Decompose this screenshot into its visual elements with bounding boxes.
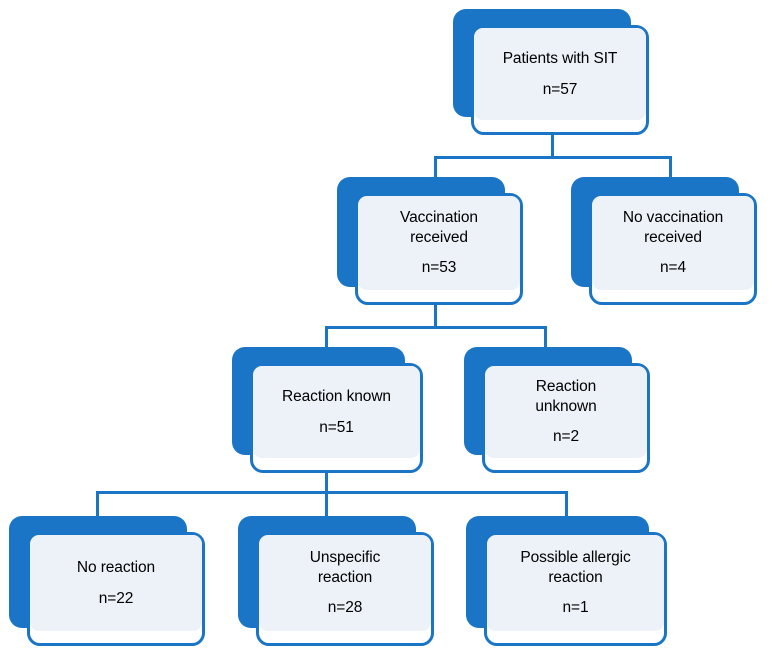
connector-to-no-reaction (96, 491, 99, 518)
node-panel: No reaction n=22 (30, 535, 202, 631)
node-panel: Vaccination received n=53 (358, 196, 520, 290)
node-label: No vaccination received (622, 208, 724, 246)
node-count: n=57 (542, 80, 578, 98)
node-panel: Reaction unknown n=2 (485, 366, 647, 458)
connector-to-unspecific-reaction (325, 491, 328, 518)
connector-to-possible-allergic-reaction (565, 491, 568, 518)
connector-root-stem (551, 132, 554, 158)
connector-vaccinated-to-reaction-known (325, 326, 328, 352)
node-possible-allergic-reaction[interactable]: Possible allergic reaction n=1 (466, 516, 671, 648)
connector-root-to-vaccinated (434, 156, 437, 182)
connector-vaccinated-bus (325, 326, 547, 329)
node-panel: Patients with SIT n=57 (474, 28, 646, 120)
node-count: n=4 (660, 259, 686, 277)
node-label: Vaccination received (400, 208, 478, 246)
node-count: n=2 (553, 428, 579, 446)
node-count: n=51 (319, 418, 354, 436)
connector-root-bus (434, 156, 672, 159)
node-label: Unspecific reaction (309, 548, 381, 586)
node-count: n=1 (562, 599, 589, 617)
connector-vaccinated-stem (434, 303, 437, 328)
node-no-vaccination-received[interactable]: No vaccination received n=4 (571, 177, 761, 307)
node-vaccination-received[interactable]: Vaccination received n=53 (337, 177, 527, 307)
node-panel: Possible allergic reaction n=1 (487, 535, 664, 631)
node-reaction-unknown[interactable]: Reaction unknown n=2 (464, 347, 654, 475)
node-panel: Unspecific reaction n=28 (259, 535, 431, 631)
node-label: Reaction known (282, 387, 391, 405)
connector-reaction-known-stem (325, 470, 328, 492)
node-label: No reaction (76, 558, 156, 576)
node-unspecific-reaction[interactable]: Unspecific reaction n=28 (238, 516, 438, 648)
connector-root-to-not-vaccinated (669, 156, 672, 182)
node-reaction-known[interactable]: Reaction known n=51 (232, 347, 427, 475)
node-label: Patients with SIT (502, 49, 618, 67)
connector-reaction-known-bus (96, 491, 568, 494)
node-no-reaction[interactable]: No reaction n=22 (9, 516, 209, 648)
node-panel: No vaccination received n=4 (592, 196, 754, 290)
connector-vaccinated-to-reaction-unknown (544, 326, 547, 352)
node-label: Reaction unknown (535, 377, 597, 415)
node-count: n=28 (327, 599, 363, 617)
node-count: n=53 (421, 259, 457, 277)
node-patients-with-sit[interactable]: Patients with SIT n=57 (453, 9, 653, 137)
node-label: Possible allergic reaction (520, 548, 631, 586)
node-count: n=22 (98, 589, 134, 607)
node-panel: Reaction known n=51 (253, 366, 420, 458)
